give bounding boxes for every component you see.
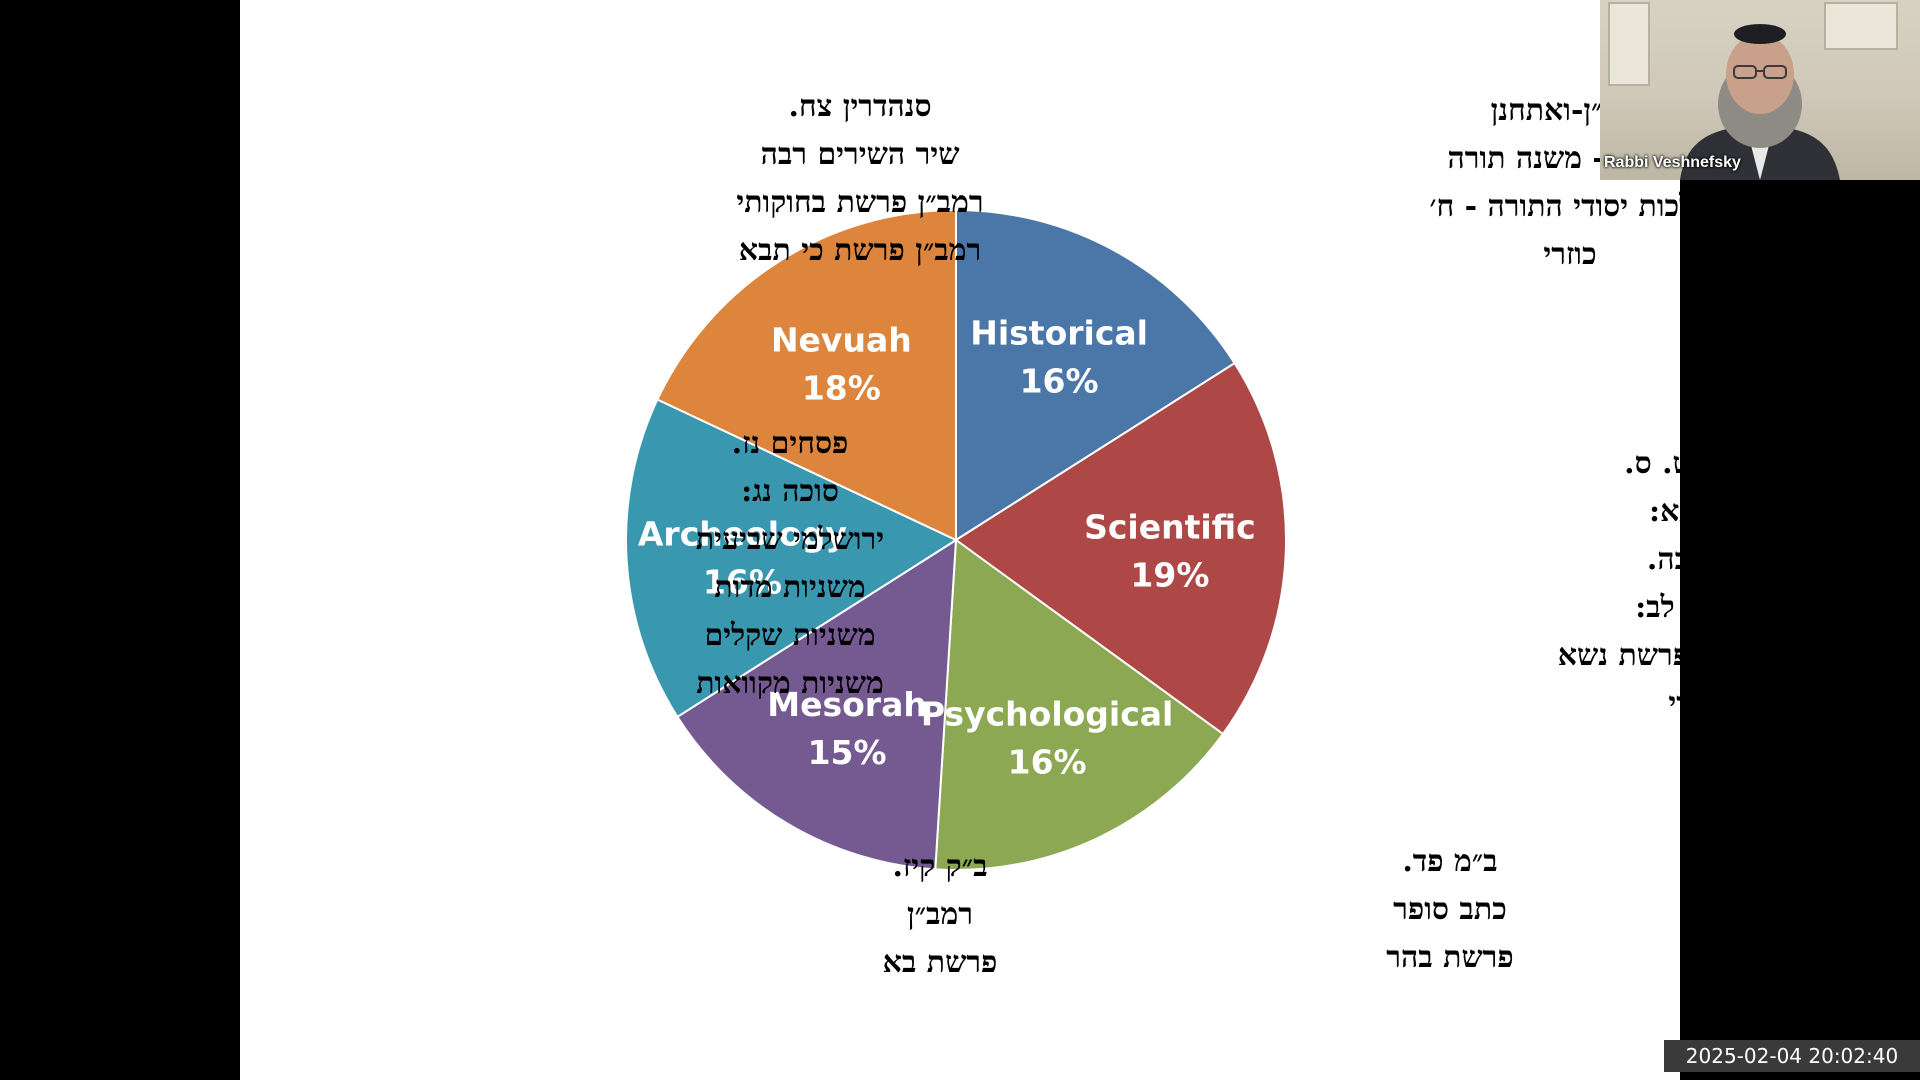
nevuah-sources: סנהדרין צח. שיר השירים רבה רמב״ן פרשת בח… — [660, 83, 1060, 275]
source-line: הלכות יסודי התורה - ח׳ — [1429, 189, 1711, 224]
source-line: ב״מ פד. — [1402, 844, 1498, 879]
source-line: רמב״ן — [906, 897, 974, 932]
background-window — [1608, 2, 1650, 86]
scientific-sources: חולין נט. ס. נדה נא: ר״ה כה. ברכות לב: ב… — [1510, 440, 1880, 728]
participant-name: Rabbi Veshnefsky — [1604, 154, 1741, 171]
slice-percent-label: 18% — [802, 368, 881, 407]
source-line: ב״ק קיז. — [892, 849, 988, 884]
source-line: כוזרי — [1543, 237, 1597, 272]
kippah-shape — [1734, 24, 1786, 44]
source-line: סנהדרין צח. — [788, 89, 932, 124]
slice-percent-label: 16% — [703, 562, 782, 601]
source-line: ירושלמי שביעית — [695, 522, 885, 557]
slice-category-label: Historical — [970, 313, 1148, 352]
face-shape — [1726, 34, 1794, 114]
source-line: סוכה נג: — [741, 474, 839, 509]
source-line: כוזרי — [1668, 686, 1722, 721]
slice-category-label: Scientific — [1084, 508, 1256, 547]
source-line: חולין נט. ס. — [1624, 446, 1766, 481]
presentation-slide: Historical 16% Scientific 19% Psychological 1… — [240, 0, 1832, 1080]
source-line: רמב״ן פרשת כי תבא — [738, 233, 982, 268]
source-line: שיר השירים רבה — [760, 137, 960, 172]
slice-category-label: Psychological — [921, 695, 1174, 734]
source-line: רמב״ן פרשת בחוקותי — [736, 185, 984, 220]
slice-category-label: Archeology — [638, 514, 847, 553]
slice-percent-label: 16% — [1008, 743, 1087, 782]
source-line: במדבר רבה פרשת נשא — [1557, 638, 1833, 673]
source-line: ברכות לב: — [1635, 590, 1755, 625]
pie-chart: Historical 16% Scientific 19% Psychological 1… — [625, 208, 1287, 871]
slice-percent-label: 16% — [1020, 361, 1099, 400]
slice-percent-label: 19% — [1130, 556, 1209, 595]
participant-video-tile[interactable]: Rabbi Veshnefsky — [1600, 0, 1920, 180]
pie-slice-archeology — [625, 398, 959, 719]
slice-category-label: Mesorah — [767, 685, 927, 724]
pie-slice-psychological — [934, 538, 1225, 871]
source-line: משניות מקוואות — [696, 666, 884, 701]
source-line: כתב סופר — [1393, 892, 1507, 927]
pie-slice-nevuah — [656, 208, 957, 542]
source-line: משניות מדות — [714, 570, 866, 605]
pie-slice-scientific — [954, 361, 1287, 736]
slice-percent-label: 15% — [808, 733, 887, 772]
recording-timestamp: 2025-02-04 20:02:40 — [1664, 1040, 1920, 1072]
slice-category-label: Nevuah — [771, 320, 912, 359]
background-window — [1824, 2, 1898, 50]
source-line: משניות שקלים — [704, 618, 876, 653]
mesorah-sources: ב״ק קיז. רמב״ן פרשת בא — [830, 843, 1050, 987]
historical-sources: רמב״ן-ואתחנן רמב״ם - משנה תורה הלכות יסו… — [1330, 87, 1810, 279]
pie-slice-historical — [955, 208, 1237, 542]
archeology-sources: פסחים נז. סוכה נג: ירושלמי שביעית משניות… — [570, 420, 1010, 708]
psychological-sources: ב״מ פד. כתב סופר פרשת בהר — [1320, 838, 1580, 982]
source-line: נדה נא: — [1649, 494, 1741, 529]
source-line: פסחים נז. — [731, 426, 849, 461]
source-line: ר״ה כה. — [1646, 542, 1744, 577]
source-line: פרשת בהר — [1386, 940, 1514, 975]
participant-figure — [1680, 24, 1840, 180]
source-line: פרשת בא — [882, 945, 998, 980]
pie-slice-mesorah — [675, 538, 958, 871]
